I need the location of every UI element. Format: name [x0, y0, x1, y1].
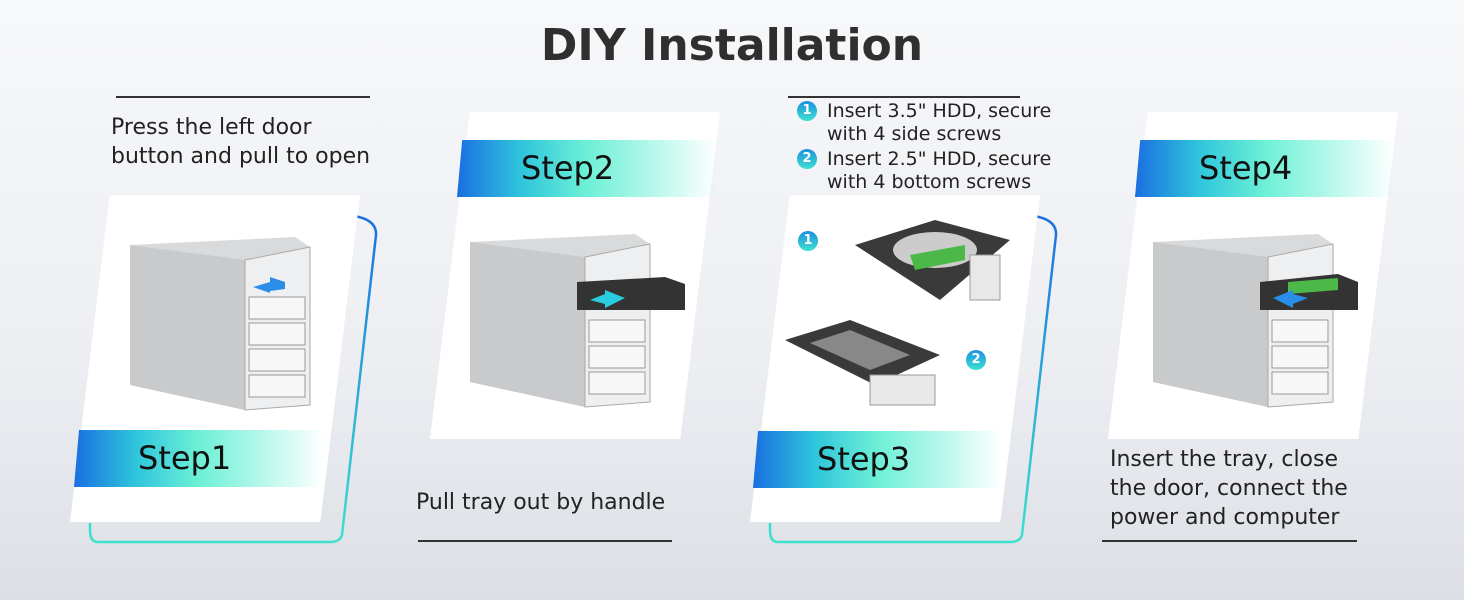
step2-label-band: Step2 [457, 140, 717, 197]
step4-caption: Insert the tray, close the door, connect… [1110, 445, 1348, 532]
marker-badge: 2 [966, 350, 986, 370]
caption-line: Insert the tray, close [1110, 447, 1339, 472]
step4-label-band: Step4 [1135, 140, 1395, 197]
step1-caption: Press the left door button and pull to o… [111, 113, 370, 171]
marker-badge: 1 [798, 231, 818, 251]
divider [1102, 540, 1357, 542]
number-badge: 1 [797, 101, 817, 121]
step3-label-band: Step3 [753, 431, 1003, 488]
enclosure-image [470, 234, 685, 408]
step-label: Step3 [817, 440, 911, 478]
step3-instructions: 1 Insert 3.5" HDD, secure with 4 side sc… [797, 100, 1051, 194]
caption-line: Press the left door [111, 115, 312, 140]
instruction-line: Insert 2.5" HDD, secure [827, 148, 1052, 170]
step2-caption: Pull tray out by handle [416, 490, 666, 515]
step1-card-outline [88, 213, 378, 544]
divider [116, 96, 370, 98]
divider [788, 96, 1020, 98]
step-label: Step4 [1199, 149, 1293, 187]
arrow-right-icon [590, 290, 625, 308]
step-label: Step1 [138, 439, 232, 477]
instruction-line: with 4 bottom screws [827, 171, 1032, 193]
step1-label-band: Step1 [74, 430, 324, 487]
step3-card-outline [768, 213, 1058, 544]
caption-line: power and computer [1110, 505, 1340, 530]
instruction-line: with 4 side screws [827, 123, 1002, 145]
arrow-left-icon [253, 277, 285, 293]
enclosure-image [1153, 234, 1358, 408]
arrow-left-icon [1273, 290, 1308, 308]
instruction-line: Insert 3.5" HDD, secure [827, 100, 1052, 122]
page-title: DIY Installation [540, 20, 924, 71]
caption-line: the door, connect the [1110, 476, 1348, 501]
hdd-3.5-tray-image [855, 220, 1010, 301]
divider [418, 540, 672, 542]
caption-line: button and pull to open [111, 144, 371, 169]
step-label: Step2 [521, 149, 615, 187]
hdd-2.5-tray-image [785, 320, 940, 406]
number-badge: 2 [797, 149, 817, 169]
enclosure-image [130, 237, 311, 411]
